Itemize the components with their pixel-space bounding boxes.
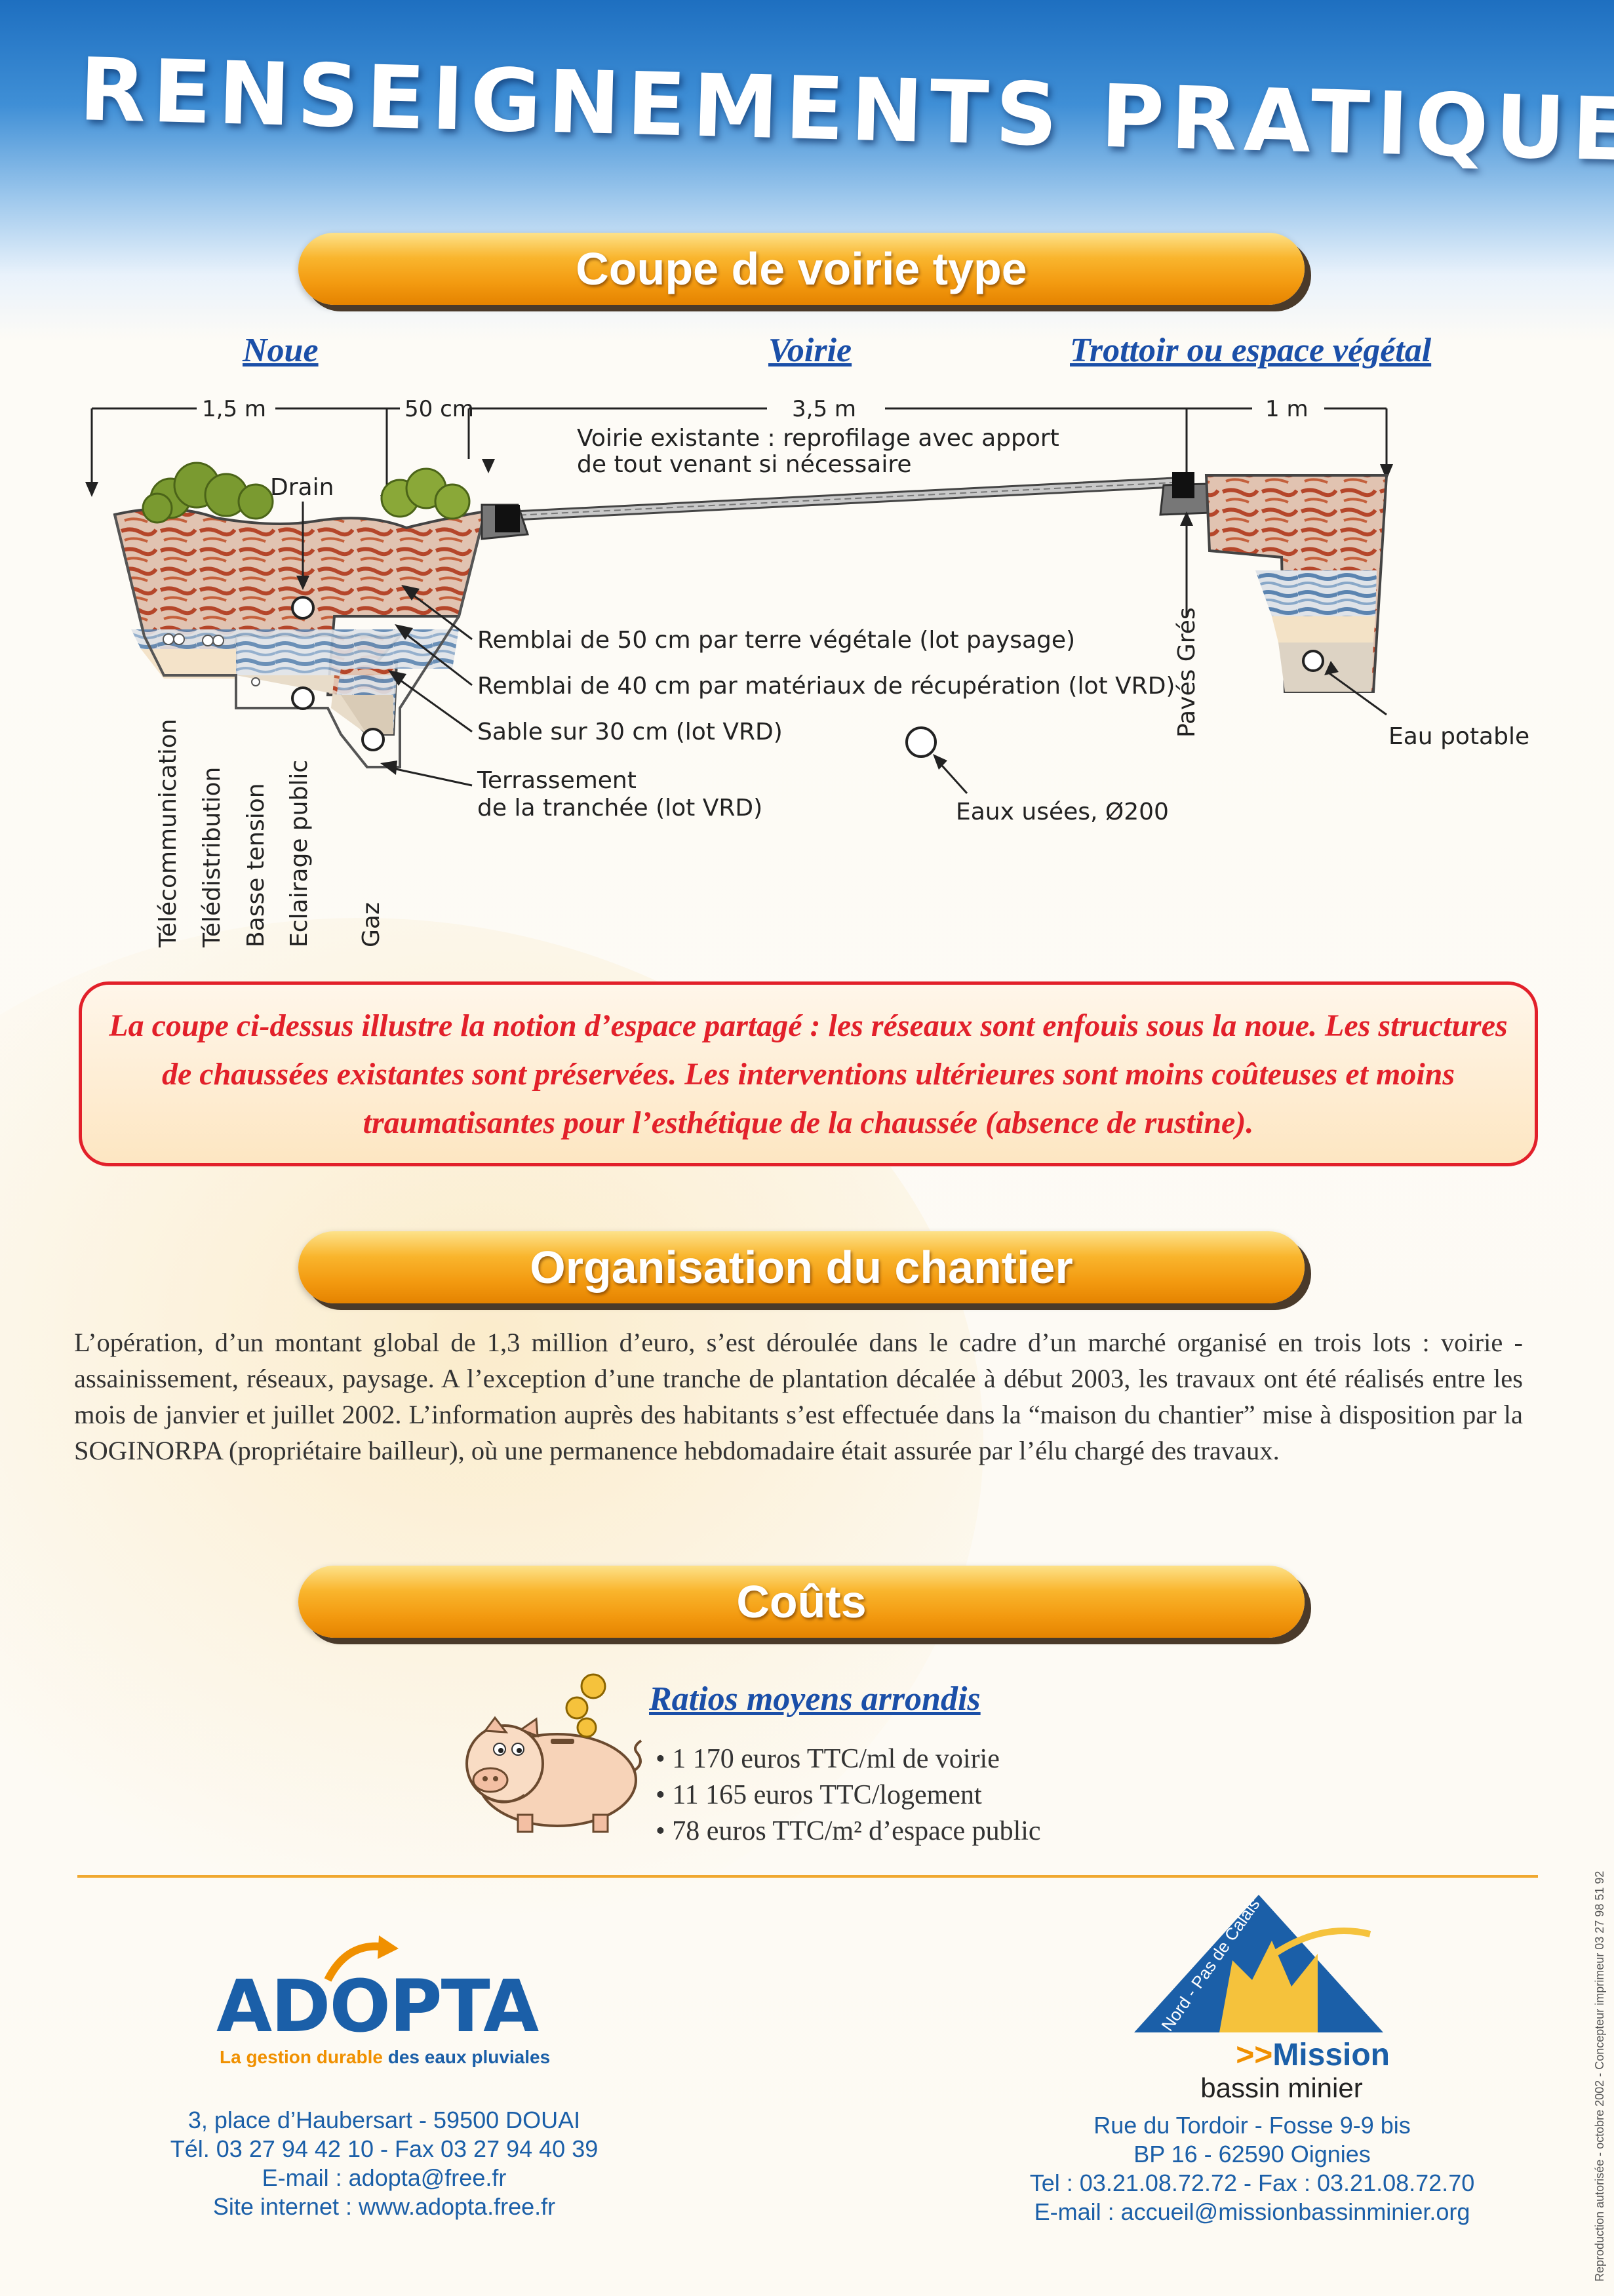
section-banner-organisation: Organisation du chantier bbox=[298, 1231, 1305, 1303]
side-credit: Reproduction autorisée - octobre 2002 - … bbox=[1593, 1870, 1606, 2282]
ratios-title: Ratios moyens arrondis bbox=[649, 1680, 981, 1718]
reseau-telecom: Télécommunication bbox=[155, 719, 182, 948]
layer-terrassement-2: de la tranchée (lot VRD) bbox=[477, 795, 762, 821]
adopta-phone: Tél. 03 27 94 42 10 - Fax 03 27 94 40 39 bbox=[170, 2135, 599, 2162]
voirie-note-line2: de tout venant si nécessaire bbox=[577, 451, 912, 478]
mission-bp: BP 16 - 62590 Oignies bbox=[1133, 2141, 1371, 2167]
eaux-usees-label: Eaux usées, Ø200 bbox=[956, 799, 1169, 825]
notice-box: La coupe ci-dessus illustre la notion d’… bbox=[79, 981, 1538, 1166]
reseau-teledistribution: Télédistribution bbox=[199, 767, 226, 948]
column-title-noue: Noue bbox=[243, 332, 319, 369]
adopta-logo-word: ADOPTA bbox=[216, 1964, 539, 2048]
organisation-paragraph: L’opération, d’un montant global de 1,3 … bbox=[74, 1328, 1523, 1465]
mission-email[interactable]: E-mail : accueil@missionbassinminier.org bbox=[1034, 2198, 1470, 2225]
eau-potable-label: Eau potable bbox=[1388, 723, 1529, 750]
adopta-contact: 3, place d’Haubersart - 59500 DOUAI Tél.… bbox=[169, 2106, 599, 2221]
mission-name: >>Mission bassin minier bbox=[1200, 2038, 1390, 2104]
bush-right bbox=[380, 467, 471, 520]
dim-label-2: 50 cm bbox=[404, 396, 474, 422]
column-title-voirie: Voirie bbox=[768, 332, 852, 369]
adopta-address: 3, place d’Haubersart - 59500 DOUAI bbox=[187, 2107, 581, 2133]
adopta-website[interactable]: Site internet : www.adopta.free.fr bbox=[212, 2193, 556, 2220]
footer-divider bbox=[77, 1875, 1538, 1878]
voirie-note-line1: Voirie existante : reprofilage avec appo… bbox=[577, 425, 1059, 452]
road-cross-section-diagram: 1,5 m 50 cm 3,5 m 1 m Voirie existante :… bbox=[85, 396, 1529, 948]
layer-terrassement-1: Terrassement bbox=[477, 767, 637, 794]
reseau-basse-tension: Basse tension bbox=[243, 783, 269, 947]
layer-remblai-50: Remblai de 50 cm par terre végétale (lot… bbox=[477, 627, 1075, 654]
bush-left bbox=[142, 462, 274, 524]
mission-contact: Rue du Tordoir - Fosse 9-9 bis BP 16 - 6… bbox=[1010, 2111, 1495, 2227]
paves-label: Pavés Grés bbox=[1173, 607, 1200, 738]
dim-label-1: 1,5 m bbox=[202, 396, 266, 422]
reseau-gaz: Gaz bbox=[358, 902, 385, 947]
dim-label-4: 1 m bbox=[1265, 396, 1309, 422]
mission-phone: Tel : 03.21.08.72.72 - Fax : 03.21.08.72… bbox=[1029, 2169, 1475, 2196]
layer-remblai-40: Remblai de 40 cm par matériaux de récupé… bbox=[477, 673, 1175, 700]
eaux-usees-pipe bbox=[905, 726, 937, 758]
column-title-trottoir: Trottoir ou espace végétal bbox=[1070, 332, 1432, 369]
drain-pipe bbox=[291, 596, 315, 620]
mission-address: Rue du Tordoir - Fosse 9-9 bis bbox=[1093, 2112, 1411, 2139]
ratio-item: 78 euros TTC/m² d’espace public bbox=[656, 1813, 1040, 1850]
section-banner-coupe: Coupe de voirie type bbox=[298, 233, 1305, 305]
reseau-eclairage: Eclairage public bbox=[286, 760, 313, 947]
dim-label-3: 3,5 m bbox=[792, 396, 856, 422]
section-banner-couts: Coûts bbox=[298, 1566, 1305, 1638]
adopta-logo: ADOPTA bbox=[216, 1935, 544, 2059]
ratio-item: 1 170 euros TTC/ml de voirie bbox=[656, 1741, 1041, 1777]
eau-potable-pipe bbox=[1302, 650, 1324, 672]
piggy-bank-icon bbox=[465, 1673, 642, 1833]
adopta-email[interactable]: E-mail : adopta@free.fr bbox=[262, 2164, 507, 2191]
drain-label: Drain bbox=[270, 474, 334, 501]
ratios-list: 1 170 euros TTC/ml de voirie 11 165 euro… bbox=[656, 1741, 1041, 1850]
ratio-item: 11 165 euros TTC/logement bbox=[656, 1777, 1041, 1813]
adopta-tagline: La gestion durable des eaux pluviales bbox=[220, 2047, 551, 2067]
adopta-arrow-icon bbox=[324, 1935, 399, 1982]
page-title: RENSEIGNEMENTS PRATIQUES bbox=[77, 39, 1614, 183]
layer-sable: Sable sur 30 cm (lot VRD) bbox=[477, 719, 783, 745]
dimension-lines bbox=[90, 407, 1388, 498]
mission-bassin-minier-logo: Nord - Pas de Calais bbox=[1134, 1895, 1383, 2034]
